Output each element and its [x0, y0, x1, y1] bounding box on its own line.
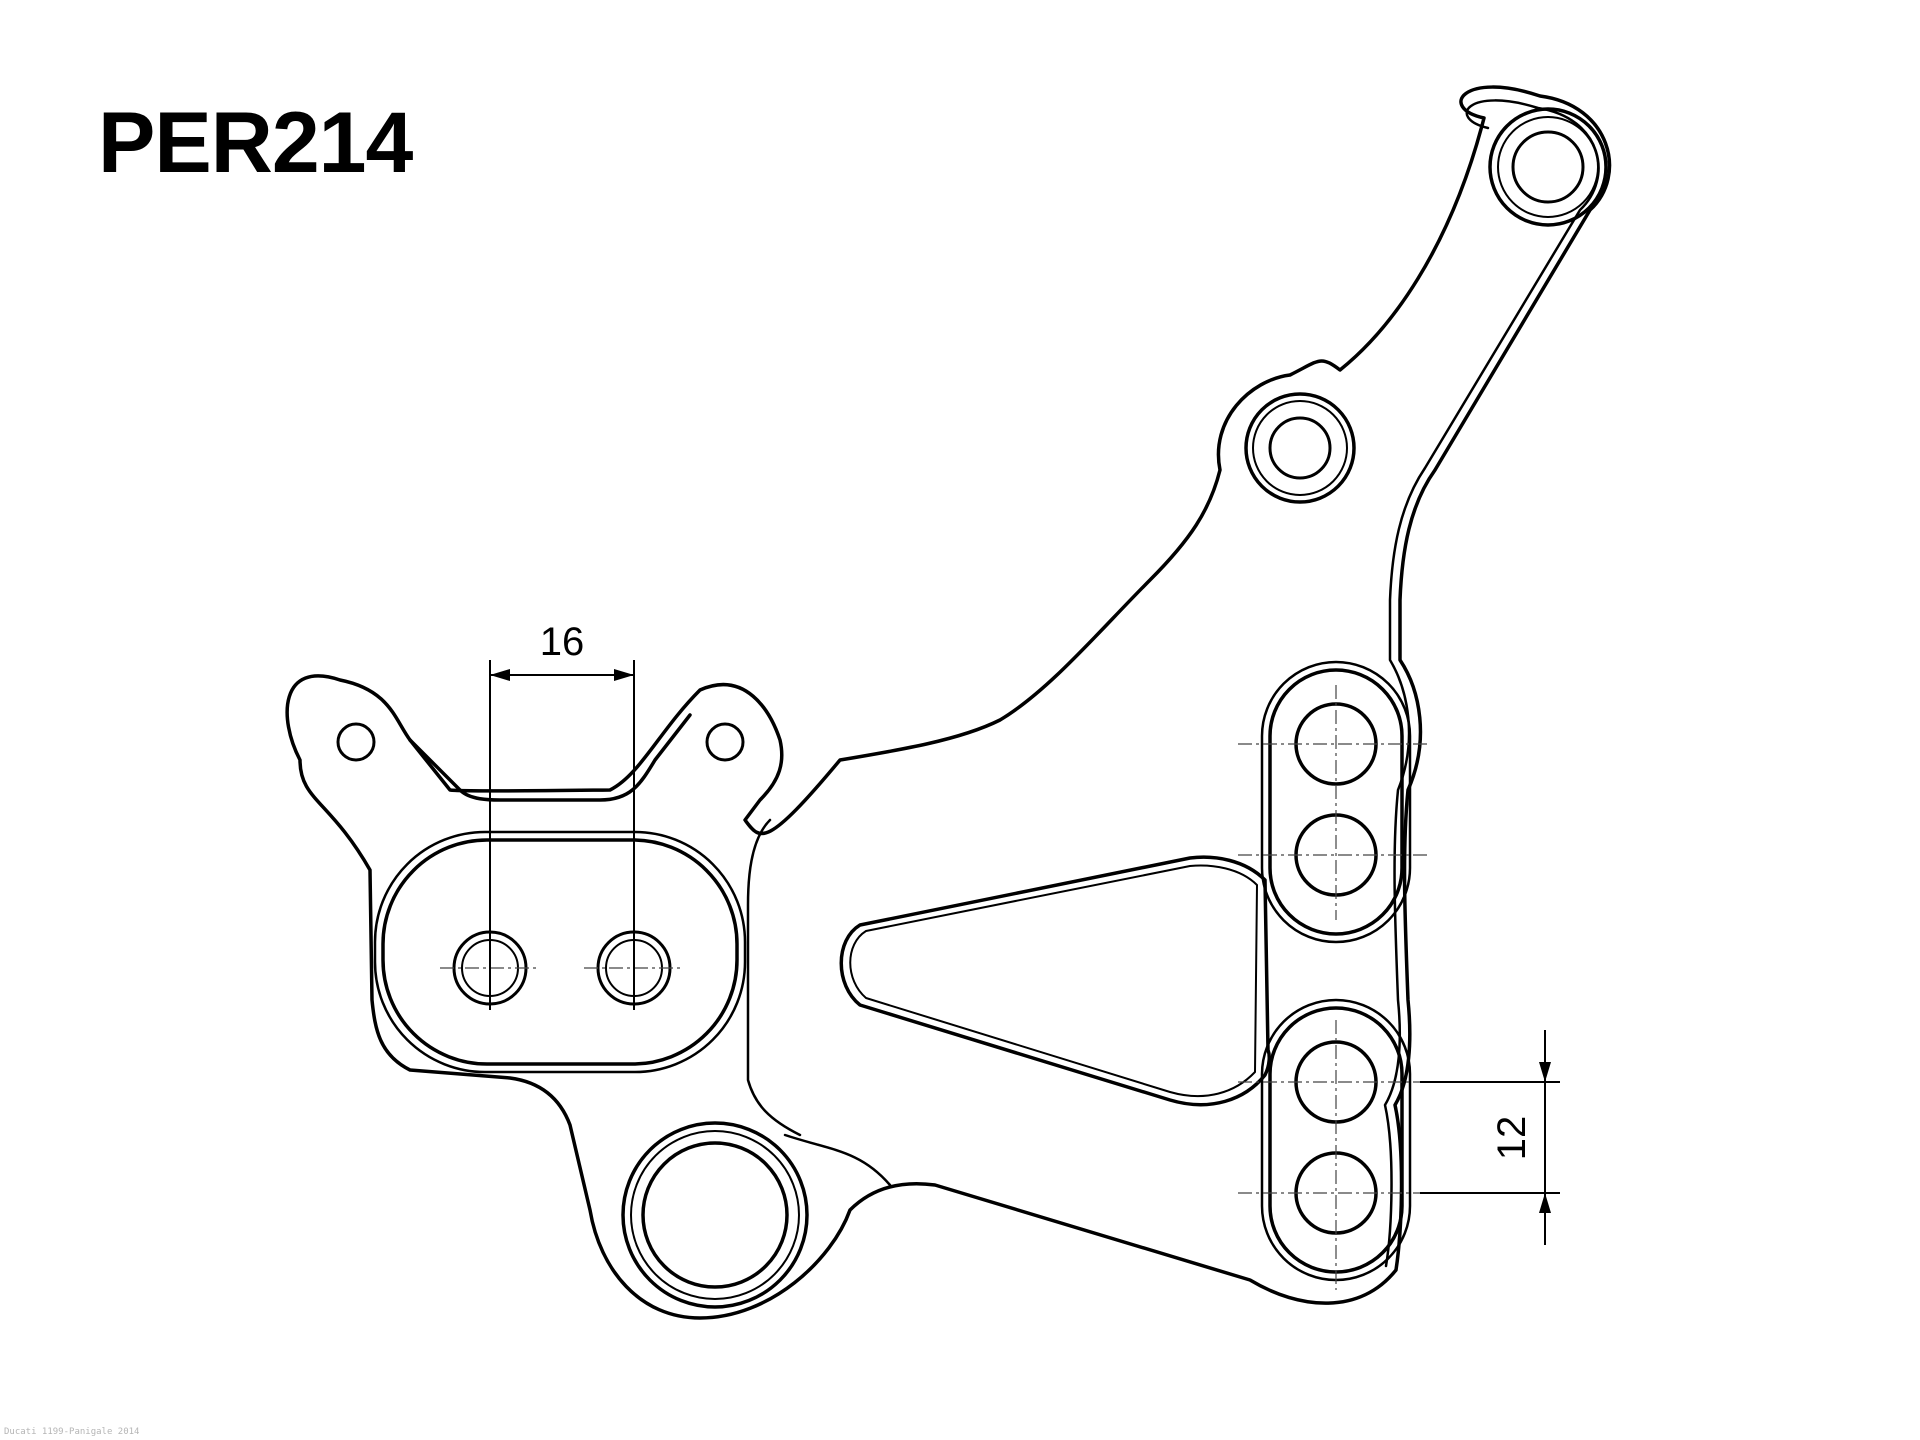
- right-tab-hole: [705, 722, 745, 762]
- bracket-outline: [285, 85, 1612, 1320]
- upper-pivot-hole: [1488, 107, 1608, 227]
- dimension-vertical-label: 12: [1490, 1116, 1534, 1161]
- footer-caption: Ducati 1199-Panigale 2014: [4, 1427, 140, 1437]
- bracket-inner-outline: [1383, 99, 1600, 1268]
- triangle-cutout-inner: [849, 864, 1258, 1098]
- web-line-left: [746, 818, 802, 1137]
- lower-pivot-hole: [621, 1121, 809, 1309]
- dimension-horizontal-label: 16: [540, 620, 585, 664]
- triangle-cutout: [839, 855, 1271, 1107]
- left-tab-hole: [336, 722, 376, 762]
- web-line-bottom: [783, 1133, 892, 1187]
- dimension-horizontal: [489, 660, 635, 1010]
- top-notch: [408, 713, 692, 802]
- middle-pivot-hole: [1244, 392, 1356, 504]
- part-number-title: PER214: [98, 95, 413, 191]
- left-adjustment-slot: [373, 830, 747, 1074]
- dimension-vertical: [1420, 1030, 1560, 1245]
